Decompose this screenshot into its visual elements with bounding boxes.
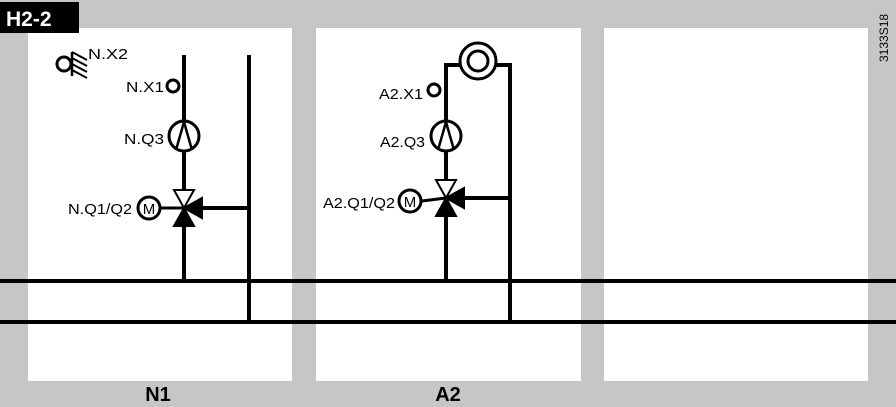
motor-symbol: M [143,201,156,218]
motor-icon: M [397,188,423,214]
flow-sensor-icon [426,82,442,98]
zone-a2-circuit [444,63,512,322]
label-n-q3: N.Q3 [124,131,164,148]
mixing-valve-icon [421,179,465,217]
outdoor-sensor-icon [55,51,88,79]
label-n-q1q2: N.Q1/Q2 [68,201,132,218]
zone-name-n1: N1 [145,384,171,406]
label-n-x1: N.X1 [126,79,164,96]
consumer-icon [458,41,498,81]
label-a2-x1: A2.X1 [379,86,423,103]
label-a2-q3: A2.Q3 [380,134,425,151]
flow-sensor-icon [165,78,181,94]
label-a2-q1q2: A2.Q1/Q2 [323,195,395,212]
diagram-title: H2-2 [6,8,52,31]
motor-symbol: M [404,194,417,211]
figure-code: 3133S18 [877,14,891,62]
zone-n1-circuit [182,55,251,322]
title-badge [0,2,79,33]
panel-zone-3 [604,28,868,381]
zone-name-a2: A2 [435,384,461,406]
mixing-valve-icon [160,189,203,227]
label-n-x2: N.X2 [88,46,128,63]
motor-icon: M [136,195,162,221]
pump-icon [429,119,463,153]
pump-icon [167,119,201,153]
